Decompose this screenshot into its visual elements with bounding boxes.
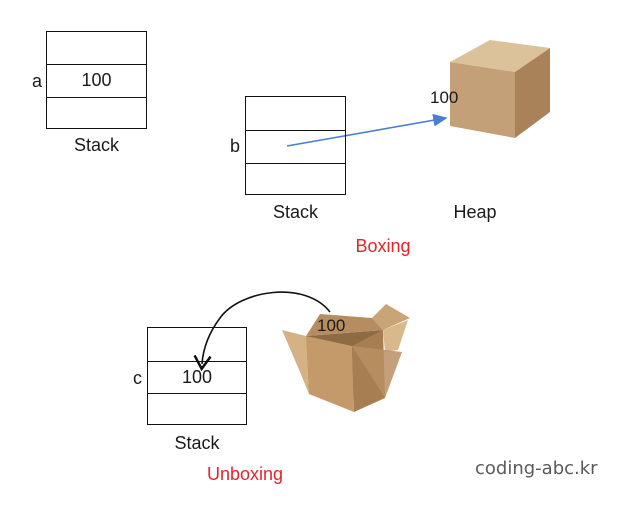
stack-b-cell-mid <box>246 130 345 163</box>
stack-c-caption: Stack <box>174 433 220 453</box>
stack-b-var-label: b <box>230 136 241 156</box>
stack-b <box>245 96 346 195</box>
heap-caption: Heap <box>453 202 497 222</box>
unboxing-arrow <box>193 291 331 372</box>
stack-c-cell-bottom <box>148 393 246 426</box>
stack-a-value: 100 <box>81 70 112 90</box>
heap-value: 100 <box>430 88 459 107</box>
boxing-label: Boxing <box>355 236 411 256</box>
stack-c-cell-top <box>148 328 246 361</box>
unboxing-label: Unboxing <box>206 464 284 484</box>
open-box <box>282 304 410 412</box>
stack-c-value: 100 <box>181 367 213 387</box>
stack-b-cell-top <box>246 97 345 130</box>
stack-c-var-label: c <box>133 368 142 388</box>
stack-a-caption: Stack <box>73 135 120 155</box>
stack-a-cell-mid: 100 <box>47 64 146 97</box>
heap-cube <box>450 40 550 138</box>
stack-b-cell-bottom <box>246 163 345 196</box>
stack-a-cell-top <box>47 32 146 64</box>
stack-a-var-label: a <box>32 71 43 91</box>
boxing-arrow <box>286 113 448 147</box>
stack-a: 100 <box>46 31 147 129</box>
stack-c-cell-mid: 100 <box>148 361 246 393</box>
open-box-value: 100 <box>317 316 346 335</box>
watermark: coding-abc.kr <box>475 458 598 479</box>
stack-b-caption: Stack <box>272 202 319 222</box>
stack-a-cell-bottom <box>47 97 146 130</box>
stack-c: 100 <box>147 327 247 425</box>
